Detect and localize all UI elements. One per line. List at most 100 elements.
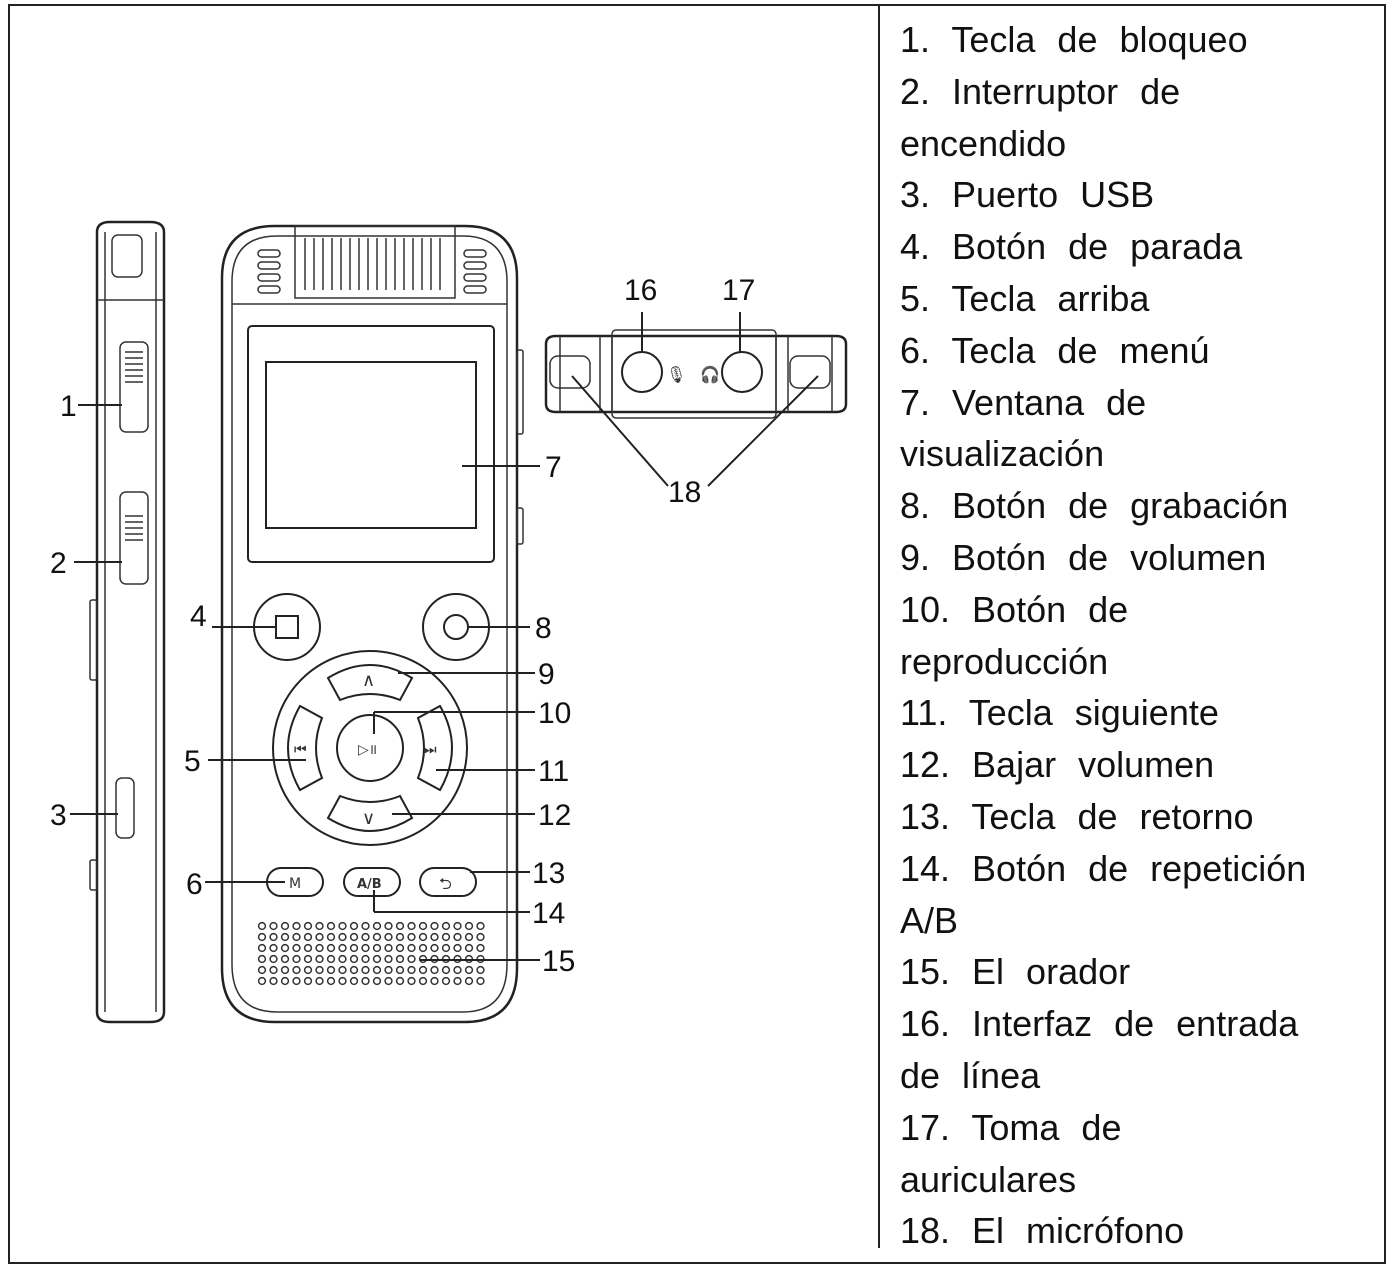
speaker-hole [280, 976, 290, 986]
speaker-hole [315, 943, 324, 953]
speaker-hole [361, 965, 370, 975]
speaker-hole [441, 932, 451, 942]
speaker-hole [407, 943, 416, 953]
speaker-hole [257, 943, 267, 953]
speaker-hole [292, 932, 301, 942]
legend-line: 13. Tecla de retorno [900, 795, 1254, 837]
legend-line: 6. Tecla de menú [900, 329, 1210, 371]
legend-line: auriculares [900, 1158, 1077, 1200]
speaker-hole [338, 921, 347, 931]
speaker-hole [257, 954, 267, 964]
speaker-hole [384, 954, 393, 964]
speaker-hole [464, 932, 474, 942]
speaker-hole [292, 954, 301, 964]
headphone-icon: 🎧 [700, 365, 720, 384]
speaker-hole [476, 976, 485, 986]
speaker-hole [430, 976, 439, 986]
speaker-hole [407, 954, 416, 964]
prev-glyph: ⏮ [294, 742, 307, 758]
speaker-hole [292, 943, 301, 953]
volume-down-button [326, 794, 414, 832]
speaker-hole [349, 932, 359, 942]
legend-line: 15. El orador [900, 951, 1131, 993]
callout-6: 6 [186, 868, 203, 901]
prev-button [287, 704, 324, 792]
speaker-hole [315, 954, 324, 964]
legend-line: 9. Botón de volumen [900, 536, 1267, 578]
ab-glyph: A/B [357, 877, 382, 892]
speaker-hole [372, 954, 382, 964]
legend-line: 12. Bajar volumen [900, 744, 1215, 786]
speaker-hole [476, 921, 485, 931]
speaker-hole [441, 976, 451, 986]
speaker-hole [453, 965, 462, 975]
speaker-hole [338, 932, 347, 942]
legend-line: de línea [900, 1054, 1041, 1096]
speaker-hole [361, 932, 370, 942]
speaker-hole [453, 943, 462, 953]
speaker-hole [395, 932, 405, 942]
speaker-hole [349, 976, 359, 986]
speaker-hole [430, 943, 439, 953]
speaker-hole [303, 943, 313, 953]
speaker-hole [292, 921, 301, 931]
speaker-hole [464, 976, 474, 986]
legend-line: 14. Botón de repetición [900, 847, 1307, 889]
dpad [272, 650, 468, 846]
power-switch [119, 491, 149, 585]
callout-10: 10 [538, 697, 571, 730]
speaker-hole [430, 921, 439, 931]
legend-line: 1. Tecla de bloqueo [900, 19, 1248, 60]
speaker-hole [280, 965, 290, 975]
callout-17: 17 [722, 274, 755, 307]
speaker-hole [361, 954, 370, 964]
callout-9: 9 [538, 658, 555, 691]
volume-up-button [326, 664, 414, 702]
speaker-hole [361, 921, 370, 931]
legend-line: 4. Botón de parada [900, 226, 1243, 268]
speaker-hole [269, 976, 278, 986]
legend-line: 17. Toma de [900, 1106, 1122, 1148]
speaker-hole [303, 954, 313, 964]
speaker-hole [372, 965, 382, 975]
callout-1: 1 [60, 390, 77, 423]
callout-11: 11 [538, 755, 569, 788]
speaker-hole [269, 943, 278, 953]
callout-12: 12 [538, 799, 571, 832]
speaker-hole [418, 965, 428, 975]
callout-8: 8 [535, 612, 552, 645]
speaker-hole [315, 965, 324, 975]
speaker-hole [407, 921, 416, 931]
speaker-hole [269, 921, 278, 931]
back-glyph: ⮌ [439, 874, 452, 893]
speaker-hole [476, 932, 485, 942]
down-glyph: ∨ [362, 808, 375, 829]
speaker-hole [384, 921, 393, 931]
speaker-hole [292, 976, 301, 986]
speaker-grill [257, 921, 485, 986]
speaker-hole [453, 976, 462, 986]
speaker-hole [326, 954, 336, 964]
speaker-hole [303, 976, 313, 986]
legend-line: reproducción [900, 640, 1109, 682]
callout-4: 4 [190, 600, 207, 633]
ab-button [343, 867, 401, 897]
speaker-hole [349, 921, 359, 931]
speaker-hole [349, 965, 359, 975]
callout-13: 13 [532, 857, 565, 890]
speaker-hole [418, 932, 428, 942]
recorder-diagram: 1 2 3 [50, 220, 848, 1024]
mic-icon: 🎙 [666, 365, 686, 384]
play-glyph: ▷॥ [358, 742, 377, 758]
callout-3: 3 [50, 799, 67, 832]
speaker-hole [257, 965, 267, 975]
speaker-hole [257, 932, 267, 942]
speaker-hole [453, 921, 462, 931]
speaker-hole [476, 943, 485, 953]
speaker-hole [269, 965, 278, 975]
side-view: 1 2 3 [50, 220, 166, 1024]
speaker-hole [269, 954, 278, 964]
legend-line: 5. Tecla arriba [900, 277, 1150, 319]
power-switch-grip [125, 515, 143, 541]
